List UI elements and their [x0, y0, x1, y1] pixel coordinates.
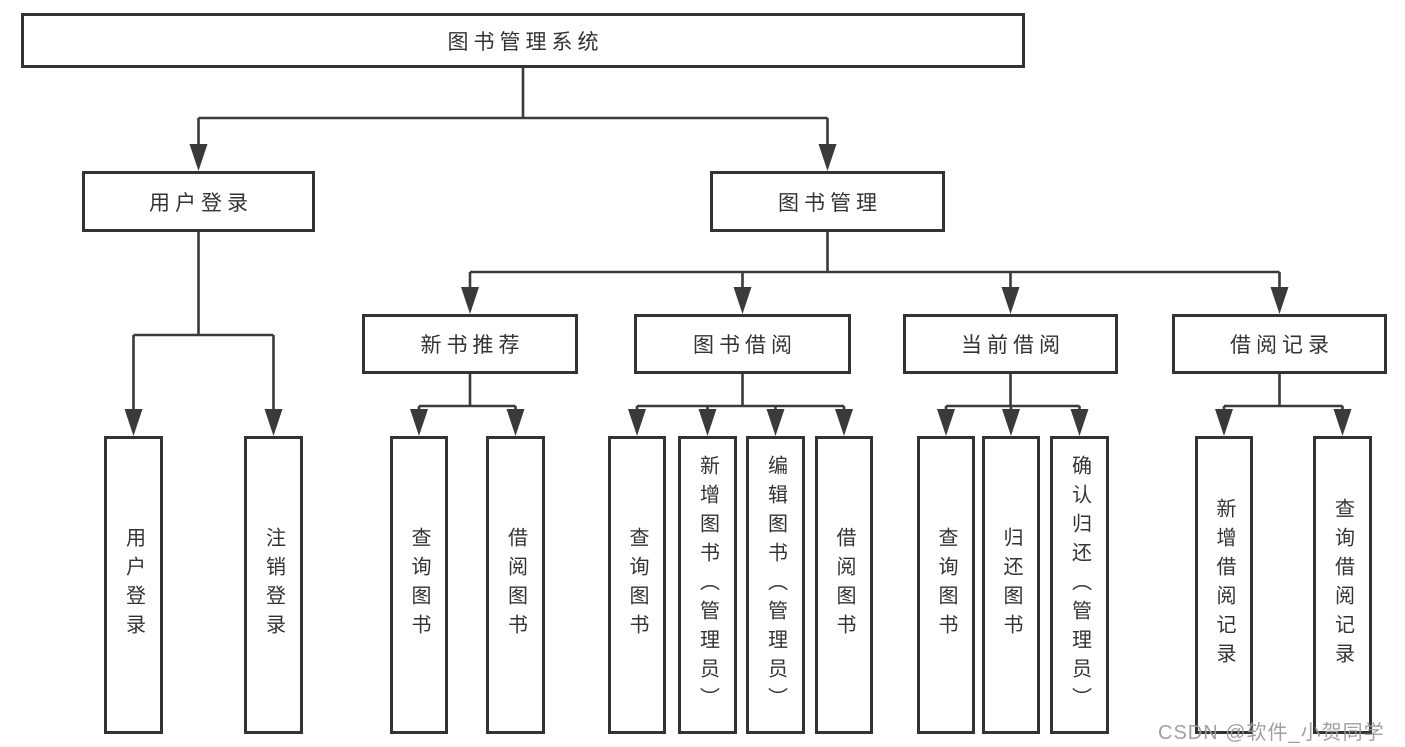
arrowhead: [1002, 409, 1020, 436]
node-label: 图书管理: [778, 191, 882, 215]
connector-root-to-level2: [197, 68, 829, 146]
arrowhead: [698, 409, 717, 436]
node-current-borrowing: 当前借阅: [903, 314, 1118, 374]
leaf-borrow-books: 借阅图书: [815, 436, 873, 734]
arrowhead: [506, 409, 525, 436]
arrowhead: [1001, 287, 1020, 314]
connector-curborrow-to-leaves: [944, 374, 1081, 414]
arrowhead: [733, 287, 752, 314]
node-label: 新书推荐: [420, 334, 525, 357]
arrowhead: [1070, 409, 1089, 436]
connector-newbook-to-leaves: [417, 374, 517, 414]
connector-bookborrow-to-leaves: [635, 374, 846, 414]
arrowhead: [1270, 287, 1289, 314]
node-user-login: 用户登录: [82, 171, 315, 232]
leaf-add-books-admin: 新增图书（管理员）: [678, 436, 737, 734]
arrowhead: [461, 287, 479, 314]
leaf-label: 归还图书: [1000, 527, 1022, 643]
leaf-query-books: 查询图书: [917, 436, 975, 734]
node-label: 用户登录: [149, 191, 253, 215]
csdn-watermark: CSDN @软件_小贺同学: [1158, 722, 1385, 744]
leaf-return-books: 归还图书: [982, 436, 1040, 734]
arrowhead: [1333, 409, 1352, 436]
leaf-label: 借阅图书: [833, 527, 855, 643]
node-library-management-system: 图书管理系统: [21, 13, 1025, 68]
arrowhead: [628, 409, 646, 436]
leaf-add-borrow-record: 新增借阅记录: [1195, 436, 1253, 734]
leaf-label: 注销登录: [262, 527, 285, 643]
connector-bookmgmt-to-level3: [468, 232, 1281, 290]
arrowhead: [835, 409, 853, 436]
leaf-label: 查询图书: [935, 527, 957, 643]
leaf-label: 查询图书: [626, 527, 648, 643]
arrowhead: [1215, 409, 1233, 436]
leaf-edit-books-admin: 编辑图书（管理员）: [746, 436, 805, 734]
node-label: 借阅记录: [1230, 334, 1334, 357]
leaf-label: 新增图书（管理员）: [696, 454, 719, 716]
node-label: 图书管理系统: [447, 30, 604, 54]
node-book-management: 图书管理: [710, 171, 945, 232]
leaf-query-borrow-record: 查询借阅记录: [1313, 436, 1372, 734]
node-label: 图书借阅: [693, 334, 797, 357]
leaf-user-login: 用户登录: [104, 436, 163, 734]
arrowhead: [124, 409, 143, 436]
arrowhead: [189, 144, 208, 171]
leaf-query-books: 查询图书: [608, 436, 666, 734]
node-label: 当前借阅: [961, 334, 1065, 357]
leaf-label: 查询图书: [408, 527, 430, 643]
leaf-label: 用户登录: [122, 527, 145, 643]
leaf-borrow-books: 借阅图书: [486, 436, 545, 734]
leaf-label: 借阅图书: [504, 527, 527, 643]
leaf-label: 查询借阅记录: [1331, 498, 1354, 672]
leaf-label: 确认归还（管理员）: [1068, 454, 1091, 716]
node-book-borrowing: 图书借阅: [634, 314, 851, 374]
arrowhead: [818, 144, 837, 171]
leaf-label: 编辑图书（管理员）: [764, 454, 787, 716]
leaf-query-books: 查询图书: [390, 436, 448, 734]
node-borrowing-records: 借阅记录: [1172, 314, 1387, 374]
connector-userlogin-to-leaves: [132, 232, 275, 412]
arrowhead: [410, 409, 428, 436]
leaf-label: 新增借阅记录: [1213, 498, 1235, 672]
connector-borrowrec-to-leaves: [1222, 374, 1344, 414]
arrowhead: [766, 409, 785, 436]
leaf-confirm-return-admin: 确认归还（管理员）: [1050, 436, 1109, 734]
arrowhead: [937, 409, 955, 436]
node-new-book-recommendation: 新书推荐: [362, 314, 578, 374]
arrowhead: [264, 409, 283, 436]
leaf-logout: 注销登录: [244, 436, 303, 734]
